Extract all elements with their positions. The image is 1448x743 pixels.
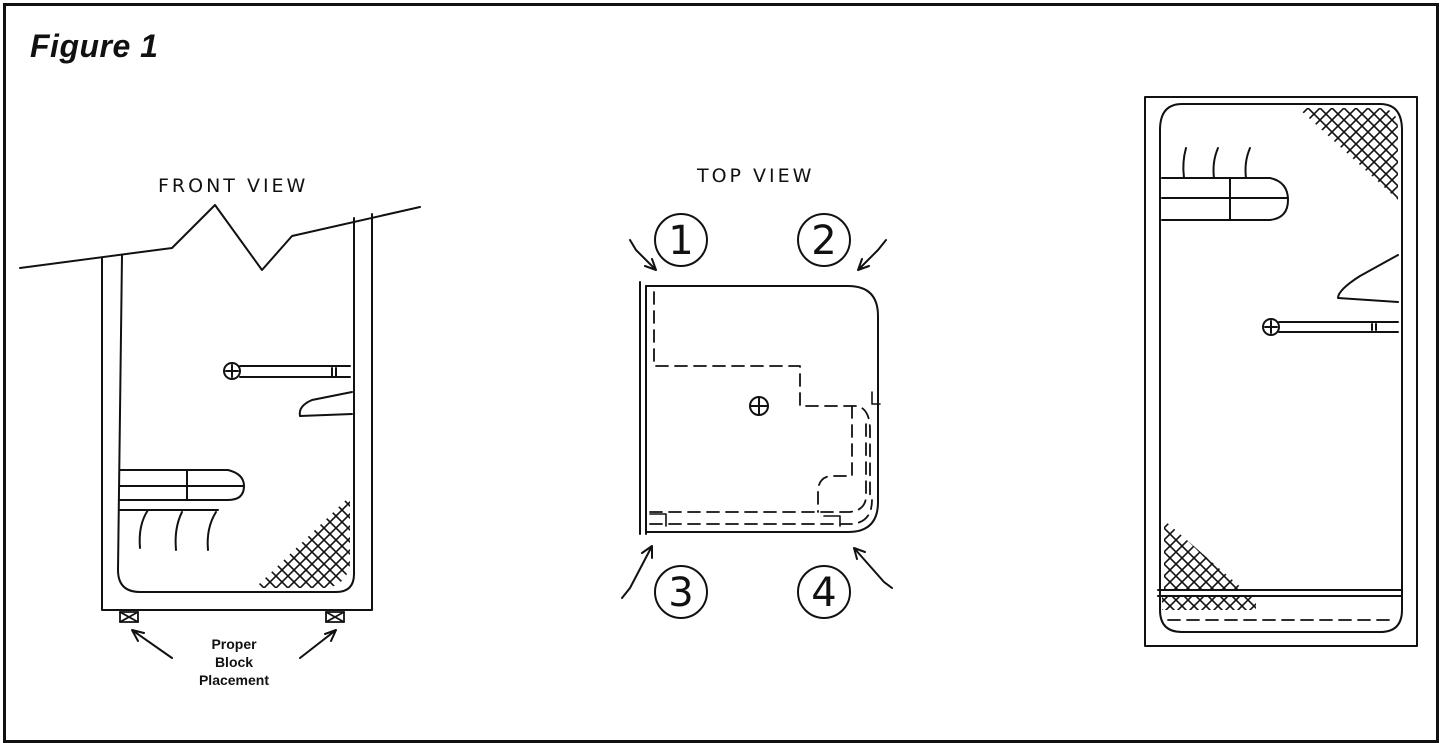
front-soap-dish	[298, 391, 353, 417]
side-unit-inner	[1159, 103, 1403, 633]
svg-text:2: 2	[811, 218, 836, 264]
side-view	[1144, 96, 1418, 647]
corner-marker-1: 1	[629, 213, 708, 271]
front-unit-inner	[117, 217, 355, 593]
side-texture-bottom	[1164, 520, 1244, 590]
top-view-label: TOP VIEW	[696, 165, 814, 187]
top-unit-outline	[645, 285, 879, 533]
block-note-line-3: Placement	[199, 672, 269, 688]
front-view-label: FRONT VIEW	[158, 175, 308, 197]
block-note-line-2: Block	[215, 654, 253, 670]
front-support-blocks	[119, 611, 345, 623]
top-wall-edge	[639, 281, 647, 535]
front-unit-outline	[101, 213, 373, 611]
top-view: TOP VIEW 1 2 3	[621, 165, 893, 619]
side-seat	[1161, 147, 1289, 221]
front-floor-texture	[255, 496, 350, 588]
top-feet	[649, 391, 881, 527]
front-seat	[119, 469, 245, 551]
block-pointer-arrows	[131, 629, 337, 659]
front-grab-bar	[223, 362, 351, 380]
front-view: FRONT VIEW	[19, 175, 421, 688]
side-threshold	[1157, 589, 1403, 597]
side-soap-dish	[1337, 254, 1399, 303]
corner-marker-4: 4	[797, 547, 893, 619]
top-drain	[749, 396, 769, 416]
svg-text:1: 1	[668, 218, 693, 264]
front-wall-break-line	[19, 204, 421, 271]
side-texture-top	[1298, 108, 1398, 200]
svg-text:4: 4	[811, 570, 836, 616]
side-texture-threshold	[1162, 596, 1256, 610]
corner-marker-2: 2	[797, 213, 887, 271]
top-hidden-lines	[649, 291, 873, 525]
side-unit-outline	[1144, 96, 1418, 647]
svg-text:3: 3	[668, 570, 693, 616]
side-grab-bar	[1262, 318, 1399, 336]
figure-title: Figure 1	[30, 28, 159, 64]
block-note-line-1: Proper	[211, 636, 257, 652]
corner-marker-3: 3	[621, 545, 708, 619]
